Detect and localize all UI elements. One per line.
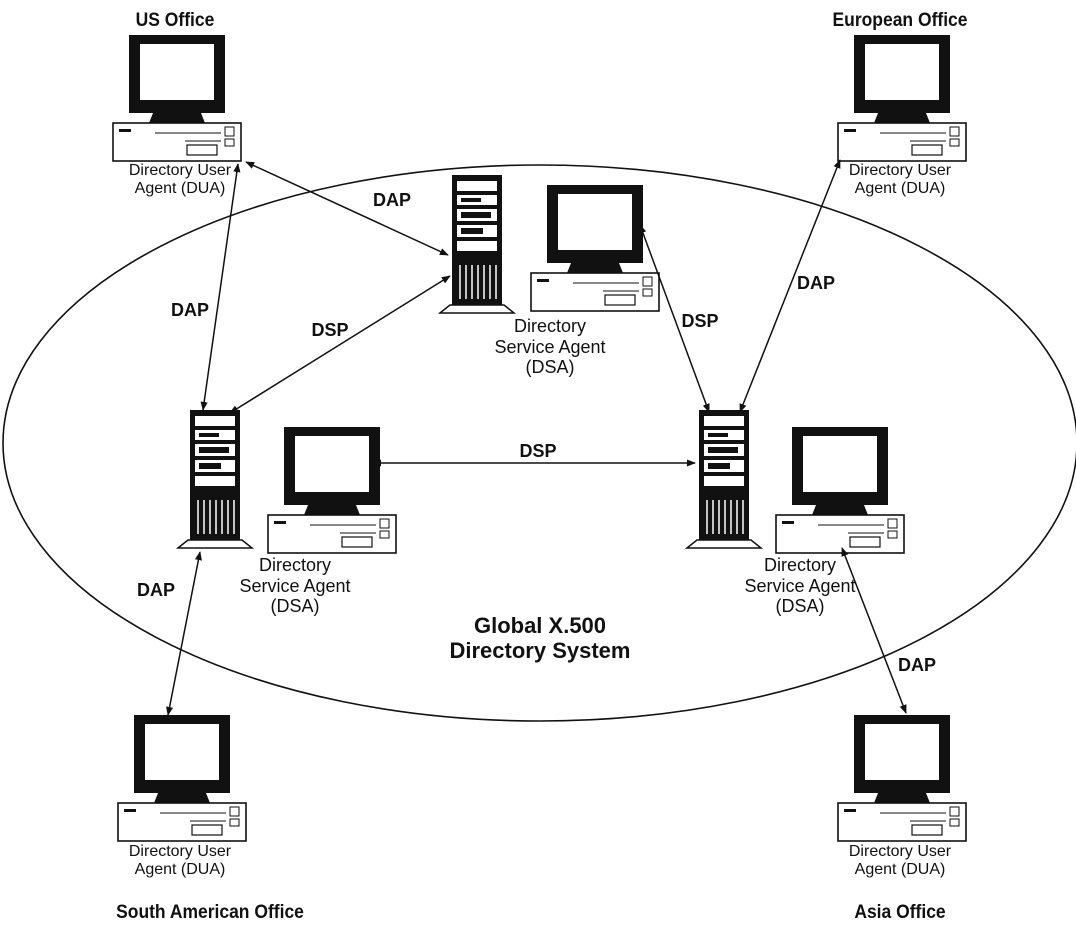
dua-label-line1: Directory User	[848, 843, 952, 860]
dap-label-us-top: DAP	[372, 190, 411, 210]
dap-label-asia: DAP	[897, 655, 936, 675]
dsa-label-line1: Directory	[258, 555, 331, 575]
dsp-label-top-right: DSP	[681, 311, 719, 331]
dsa-left-tower	[177, 409, 253, 549]
dsa-label-line1: Directory	[513, 316, 586, 336]
left-dsa-label: Directory Service Agent (DSA)	[205, 555, 385, 617]
dua-label-line1: Directory User	[128, 843, 232, 860]
right-dsa-label: Directory Service Agent (DSA)	[710, 555, 890, 617]
system-label-line1: Global X.500	[473, 613, 607, 638]
european-office-workstation	[837, 34, 967, 162]
global-system-label: Global X.500 Directory System	[420, 613, 660, 664]
dsa-top-workstation	[530, 184, 660, 312]
dap-arrow-european-to-right-dsa	[739, 159, 841, 413]
dsp-label-left-top: DSP	[311, 320, 349, 340]
dua-label-line2: Agent (DUA)	[134, 180, 226, 198]
dua-label-line2: Agent (DUA)	[134, 861, 226, 879]
system-label-line2: Directory System	[449, 638, 631, 664]
south-american-office-workstation	[117, 714, 247, 842]
european-office-title: European Office	[832, 10, 968, 31]
asia-office-workstation	[837, 714, 967, 842]
dsa-label-line1: Directory	[763, 555, 836, 575]
dap-arrow-us-to-top-dsa	[245, 161, 449, 256]
dap-label-us-left: DAP	[170, 300, 209, 320]
dua-label-line1: Directory User	[128, 162, 232, 179]
us-dua-label: Directory User Agent (DUA)	[100, 162, 260, 199]
european-dua-label: Directory User Agent (DUA)	[820, 162, 980, 199]
south-american-office-title: South American Office	[116, 902, 304, 923]
dsa-label-line2: Service Agent	[239, 575, 351, 596]
dsa-label-line3: (DSA)	[525, 357, 575, 378]
dsp-arrow-top-to-right-dsa	[639, 224, 710, 413]
dap-label-south-american: DAP	[136, 580, 175, 600]
dsa-right-tower	[686, 409, 762, 549]
dua-label-line2: Agent (DUA)	[854, 861, 946, 879]
dsa-top-tower	[439, 174, 515, 314]
asia-office-title: Asia Office	[854, 902, 946, 923]
asia-dua-label: Directory User Agent (DUA)	[820, 843, 980, 880]
dap-arrow-right-dsa-to-asia	[841, 547, 907, 714]
dap-label-european: DAP	[796, 273, 835, 293]
dap-arrow-us-to-left-dsa	[200, 163, 241, 411]
dua-label-line2: Agent (DUA)	[854, 180, 946, 198]
top-dsa-label: Directory Service Agent (DSA)	[460, 316, 640, 378]
dap-arrow-left-dsa-to-south-american	[166, 551, 202, 716]
dsp-arrow-left-to-top-dsa	[229, 275, 451, 414]
dsa-label-line2: Service Agent	[744, 575, 856, 596]
us-office-workstation	[112, 34, 242, 162]
dua-label-line1: Directory User	[848, 162, 952, 179]
south-american-dua-label: Directory User Agent (DUA)	[100, 843, 260, 880]
dsa-right-workstation	[775, 426, 905, 554]
dsp-label-left-right: DSP	[519, 441, 557, 461]
dsa-label-line3: (DSA)	[775, 596, 825, 617]
dsa-label-line2: Service Agent	[494, 336, 606, 357]
dsa-left-workstation	[267, 426, 397, 554]
dsa-label-line3: (DSA)	[270, 596, 320, 617]
global-directory-boundary	[2, 164, 1076, 722]
us-office-title: US Office	[135, 10, 215, 31]
